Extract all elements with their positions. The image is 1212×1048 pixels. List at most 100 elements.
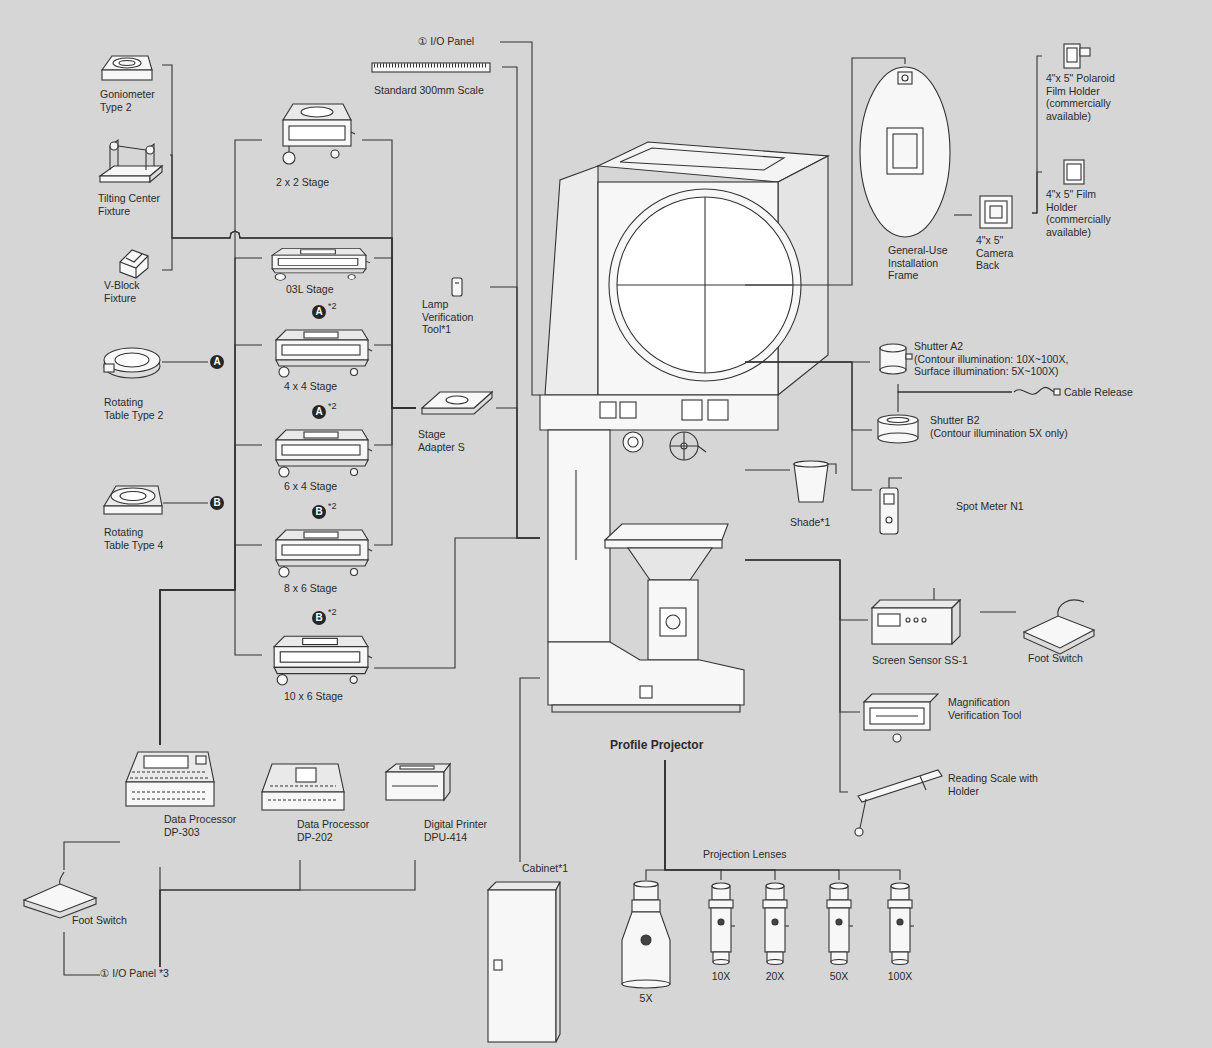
connector-line [490, 287, 540, 538]
screen-sensor-drawing [872, 588, 960, 644]
printer-drawing [386, 764, 450, 800]
label-block: 2 x 2 Stage [276, 176, 329, 189]
label-block: Data Processor DP-303 [164, 813, 240, 838]
part-label: Cable Release [1064, 386, 1133, 399]
film-holder-drawing [1064, 160, 1084, 184]
ruler-drawing [372, 63, 490, 72]
film-holder-drawing [1064, 44, 1090, 68]
projector-drawing [682, 400, 702, 420]
label-block: Profile Projector [610, 738, 703, 752]
projector-drawing [540, 142, 828, 712]
fixture: Tilting Center Fixture [96, 132, 170, 224]
frame-drawing [860, 67, 950, 237]
projector-drawing [623, 432, 643, 452]
part-label: ① I/O Panel [418, 35, 474, 48]
shutter-drawing [880, 344, 912, 374]
frame-drawing [860, 67, 950, 237]
lens-drawing [622, 881, 670, 988]
callout-letter: A [312, 405, 326, 419]
lamp-tool: Lamp Verification Tool*1 [422, 276, 490, 344]
connector-line [160, 445, 262, 745]
tilting-fixture-drawing [146, 144, 154, 170]
label-block: Lamp Verification Tool*1 [422, 298, 484, 336]
projector-drawing [605, 524, 728, 540]
label-block: Foot Switch [72, 914, 127, 927]
part-label: (commercially available) [1046, 213, 1106, 238]
spot-meter: Spot Meter N1 [872, 470, 1026, 538]
connector-line [160, 345, 262, 745]
label-block: Goniometer Type 2 [100, 88, 160, 113]
shutter: Shutter B2(Contour illumination 5X only) [872, 412, 1122, 450]
part-label: Data Processor DP-202 [297, 818, 373, 843]
part-label: 100X [881, 970, 919, 983]
projector-drawing [704, 197, 705, 373]
stage-adapter-drawing [422, 392, 492, 408]
tilting-fixture-drawing [100, 140, 162, 182]
data-processor: Data Processor DP-202 [255, 760, 375, 860]
screen-sensor-drawing [922, 618, 926, 622]
part-label: 20X [756, 970, 794, 983]
stage: 8 x 6 Stage [262, 522, 374, 598]
rotating-table-drawing [120, 492, 146, 501]
shutter: Shutter A2(Contour illumination: 10X~100… [870, 338, 1120, 384]
rotating-table-drawing [104, 486, 162, 506]
connector-line [520, 678, 540, 862]
tilting-fixture-drawing [100, 176, 150, 182]
lens-drawing [709, 883, 735, 965]
spot-meter-drawing [889, 478, 902, 488]
ruler-drawing [374, 64, 488, 68]
footnote-mark: *2 [328, 607, 337, 618]
label-block: 50X [820, 970, 858, 983]
part-label: V-Block Fixture [104, 279, 154, 304]
connector-line [665, 760, 721, 880]
stage-adapter: Stage Adapter S [416, 388, 496, 458]
label-block: Screen Sensor SS-1 [872, 654, 968, 667]
connector-line [646, 760, 665, 880]
verification-tool-drawing [893, 734, 901, 742]
part-label: General-Use Installation Frame [888, 244, 952, 282]
rotating-table-drawing [104, 348, 208, 378]
frame-drawing [902, 75, 908, 81]
cabinet-drawing [494, 960, 502, 970]
part-label: Foot Switch [72, 914, 127, 927]
part-label: Lamp Verification Tool*1 [422, 298, 484, 336]
data-processor-drawing [268, 786, 338, 800]
label-block: 4 x 4 Stage [284, 380, 337, 393]
film-holder-drawing [1080, 48, 1090, 56]
shutter-drawing [878, 415, 918, 443]
shade: Shade*1 [790, 456, 834, 531]
camera-back: 4"x 5" Camera Back [972, 190, 1032, 282]
connector-line [64, 842, 120, 870]
part-label: Tilting Center Fixture [98, 192, 168, 217]
label-block: 4"x 5" Polaroid Film Holder(commercially… [1046, 72, 1122, 122]
data-processor-drawing [126, 752, 214, 806]
data-processor-drawing [126, 782, 214, 806]
callout-letter: B [312, 611, 326, 625]
lens-drawing [622, 980, 670, 988]
shutter-drawing [906, 354, 912, 359]
goniometer: Goniometer Type 2 [98, 52, 162, 128]
stage: 2 x 2 Stage [262, 96, 362, 196]
part-label: Spot Meter N1 [956, 500, 1024, 513]
goniometer-drawing [119, 61, 135, 66]
screen-sensor-drawing [952, 600, 960, 644]
projector-drawing [548, 430, 610, 642]
footnote-mark: *2 [328, 501, 337, 512]
label-block: Spot Meter N1 [956, 500, 1024, 513]
connector-line [362, 140, 416, 408]
goniometer-drawing [113, 58, 141, 68]
accessory-drawings [24, 44, 1094, 1042]
part-label: Reading Scale with Holder [948, 772, 1044, 797]
label-block: 4"x 5" Camera Back [976, 234, 1020, 272]
shutter-drawing [880, 366, 906, 374]
stage-drawing [283, 104, 355, 164]
projector-drawing [660, 608, 686, 636]
reading-scale-drawing [855, 828, 863, 836]
connector-line [160, 258, 262, 745]
part-label: 10X [702, 970, 740, 983]
callout-letter: B [210, 496, 224, 510]
connector-line [162, 65, 416, 408]
part-label: Shutter B2 [930, 414, 1115, 427]
callout-letter: A [312, 305, 326, 319]
